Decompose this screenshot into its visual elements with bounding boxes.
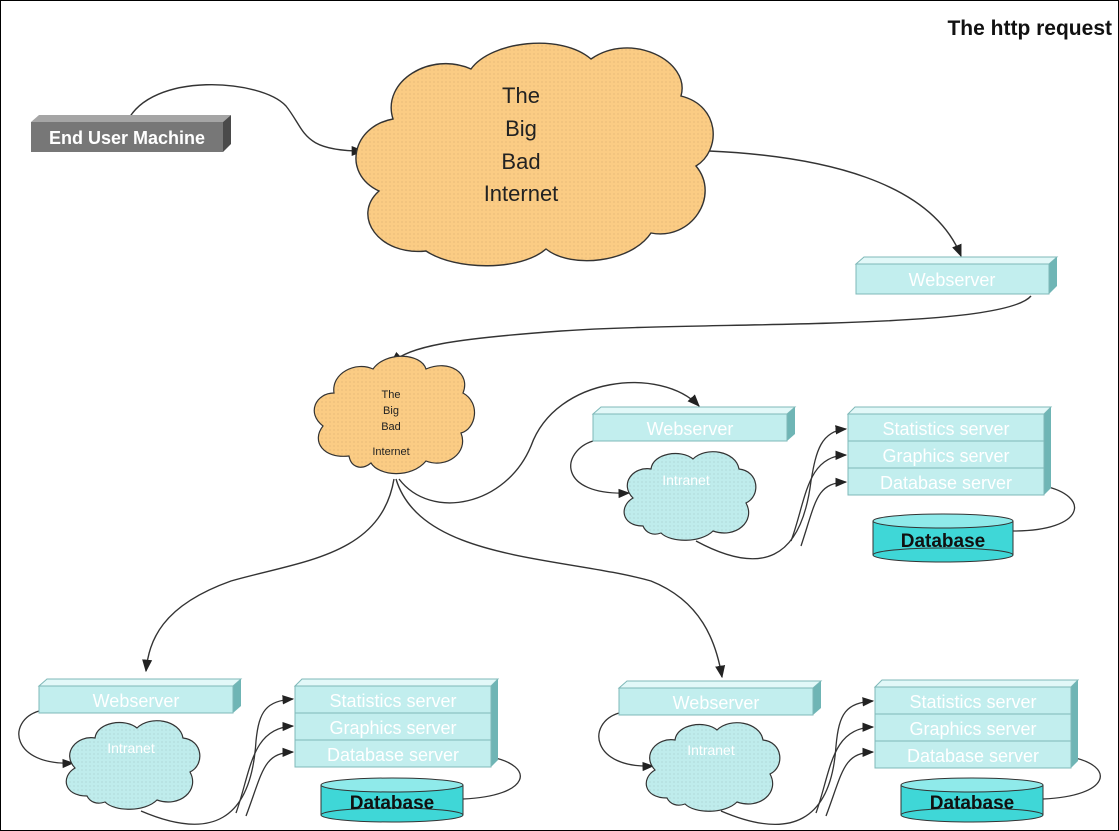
internet-cloud-small: The Big Bad Internet bbox=[313, 355, 475, 475]
link-webserver-smallcloud bbox=[390, 295, 1032, 364]
cluster-mid-stats-label: Statistics server bbox=[909, 692, 1036, 712]
end-user-machine: End User Machine bbox=[31, 115, 231, 152]
cluster-mid-database-label: Database bbox=[930, 793, 1015, 814]
link-smallcloud-mid bbox=[395, 478, 726, 679]
internet-cloud-main: The Big Bad Internet bbox=[355, 42, 714, 267]
internet-main-line-3: Bad bbox=[501, 149, 540, 174]
connectors bbox=[126, 83, 1032, 679]
cluster-mid-dbserver-label: Database server bbox=[907, 746, 1039, 766]
internet-small-line-1: The bbox=[382, 389, 401, 401]
cluster-left-dbserver-label: Database server bbox=[327, 745, 459, 765]
cluster-left: Webserver Intranet Statistics server Gra… bbox=[18, 678, 521, 825]
end-user-label: End User Machine bbox=[49, 128, 205, 148]
cluster-left-database-label: Database bbox=[350, 793, 435, 814]
cluster-left-webserver-label: Webserver bbox=[93, 691, 180, 711]
link-smallcloud-left bbox=[142, 478, 395, 673]
cluster-left-intranet-label: Intranet bbox=[107, 740, 155, 756]
cluster-mid-graphics-label: Graphics server bbox=[909, 719, 1036, 739]
cluster-mid-intranet-label: Intranet bbox=[687, 742, 735, 758]
cluster-left-graphics-label: Graphics server bbox=[329, 718, 456, 738]
link-enduser-internet bbox=[126, 83, 365, 157]
cluster-right-graphics-label: Graphics server bbox=[882, 446, 1009, 466]
internet-main-line-1: The bbox=[502, 83, 540, 108]
webserver-top-label: Webserver bbox=[909, 270, 996, 290]
internet-small-line-2: Big bbox=[383, 405, 399, 417]
internet-main-line-4: Internet bbox=[484, 181, 559, 206]
cluster-right-stats-label: Statistics server bbox=[882, 419, 1009, 439]
cluster-right-intranet-label: Intranet bbox=[662, 472, 710, 488]
link-internet-webserver bbox=[708, 150, 962, 258]
cluster-right-database-label: Database bbox=[901, 531, 986, 552]
internet-small-line-4: Internet bbox=[372, 446, 409, 458]
link-smallcloud-right bbox=[398, 381, 700, 504]
cluster-mid-webserver-label: Webserver bbox=[673, 693, 760, 713]
cluster-mid: Webserver Intranet Statistics server Gra… bbox=[598, 679, 1101, 825]
cluster-right: Webserver Intranet Statistics server Gra… bbox=[570, 406, 1075, 563]
cluster-left-stats-label: Statistics server bbox=[329, 691, 456, 711]
cluster-right-webserver-label: Webserver bbox=[647, 419, 734, 439]
webserver-top: Webserver bbox=[854, 256, 1059, 295]
diagram-title: The http request bbox=[947, 17, 1112, 40]
internet-main-line-2: Big bbox=[505, 116, 537, 141]
cluster-right-dbserver-label: Database server bbox=[880, 473, 1012, 493]
internet-small-line-3: Bad bbox=[381, 421, 401, 433]
